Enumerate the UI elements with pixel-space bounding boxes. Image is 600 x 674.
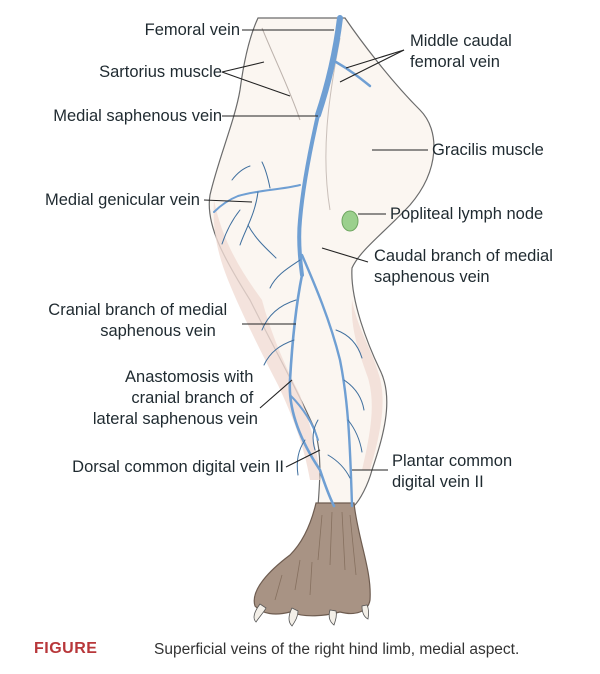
label-medial-saphenous-vein: Medial saphenous vein xyxy=(53,107,222,125)
caudal-branch xyxy=(300,253,354,508)
figure-caption: FIGURE Superficial veins of the right hi… xyxy=(0,636,600,666)
middle-caudal-femoral-vein xyxy=(334,60,372,88)
label-line: lateral saphenous vein xyxy=(93,410,258,428)
claw-2 xyxy=(288,607,299,627)
label-popliteal-lymph-node: Popliteal lymph node xyxy=(390,205,543,223)
popliteal-lymph-node xyxy=(341,210,359,232)
leader-sartorius-1 xyxy=(221,61,265,73)
caption-text: Superficial veins of the right hind limb… xyxy=(154,641,520,658)
label-middle-caudal-femoral-vein: Middle caudal femoral vein xyxy=(410,32,516,71)
medial-saphenous-vein xyxy=(297,113,320,277)
leader-middle-caudal-2 xyxy=(339,49,405,83)
labels: Femoral vein Sartorius muscle Medial sap… xyxy=(45,21,557,491)
label-line: saphenous vein xyxy=(100,322,216,340)
tributary-3 xyxy=(335,329,365,453)
figure-label: FIGURE xyxy=(34,640,98,657)
label-caudal-branch: Caudal branch of medial saphenous vein xyxy=(374,247,557,286)
anastomosis-branch xyxy=(289,394,319,441)
claw-3 xyxy=(328,609,337,626)
medial-genicular-vein xyxy=(213,184,301,213)
label-line: cranial branch of xyxy=(131,389,253,407)
leader-lines xyxy=(203,29,428,471)
label-line: Caudal branch of medial xyxy=(374,247,553,265)
leader-middle-caudal-1 xyxy=(345,49,405,69)
label-line: saphenous vein xyxy=(374,268,490,286)
paw xyxy=(253,502,371,617)
tributary-2 xyxy=(261,259,301,366)
leader-caudal-branch xyxy=(321,247,369,263)
leader-medial-genicular xyxy=(203,199,253,203)
label-sartorius-muscle: Sartorius muscle xyxy=(99,63,222,81)
tributary-5 xyxy=(231,161,271,189)
leader-anastomosis xyxy=(259,379,293,409)
label-line: Cranial branch of medial xyxy=(48,301,227,319)
label-anastomosis: Anastomosis with cranial branch of later… xyxy=(93,368,258,428)
leader-sartorius-2 xyxy=(221,71,291,97)
thigh-muscle-line xyxy=(261,27,301,121)
label-line: digital vein II xyxy=(392,473,484,491)
label-dorsal-common-digital-vein: Dorsal common digital vein II xyxy=(72,458,284,476)
label-medial-genicular-vein: Medial genicular vein xyxy=(45,191,200,209)
limb-shade-back xyxy=(351,300,383,470)
label-line: Anastomosis with xyxy=(125,368,253,386)
veins xyxy=(213,15,372,508)
label-line: Middle caudal xyxy=(410,32,512,50)
label-line: femoral vein xyxy=(410,53,500,71)
claw-4 xyxy=(361,604,370,620)
label-line: Plantar common xyxy=(392,452,512,470)
hind-limb-illustration xyxy=(208,15,435,627)
paw-fur-lines xyxy=(274,511,357,601)
label-femoral-vein: Femoral vein xyxy=(145,21,240,39)
label-cranial-branch: Cranial branch of medial saphenous vein xyxy=(48,301,231,340)
label-gracilis-muscle: Gracilis muscle xyxy=(432,141,544,159)
leader-dorsal-digital xyxy=(285,449,321,468)
tributary-1 xyxy=(221,191,277,259)
label-plantar-common-digital-vein: Plantar common digital vein II xyxy=(392,452,517,491)
femoral-vein xyxy=(315,15,343,118)
cranial-branch xyxy=(288,273,336,508)
tributary-4 xyxy=(296,419,351,479)
claw-1 xyxy=(253,603,267,623)
